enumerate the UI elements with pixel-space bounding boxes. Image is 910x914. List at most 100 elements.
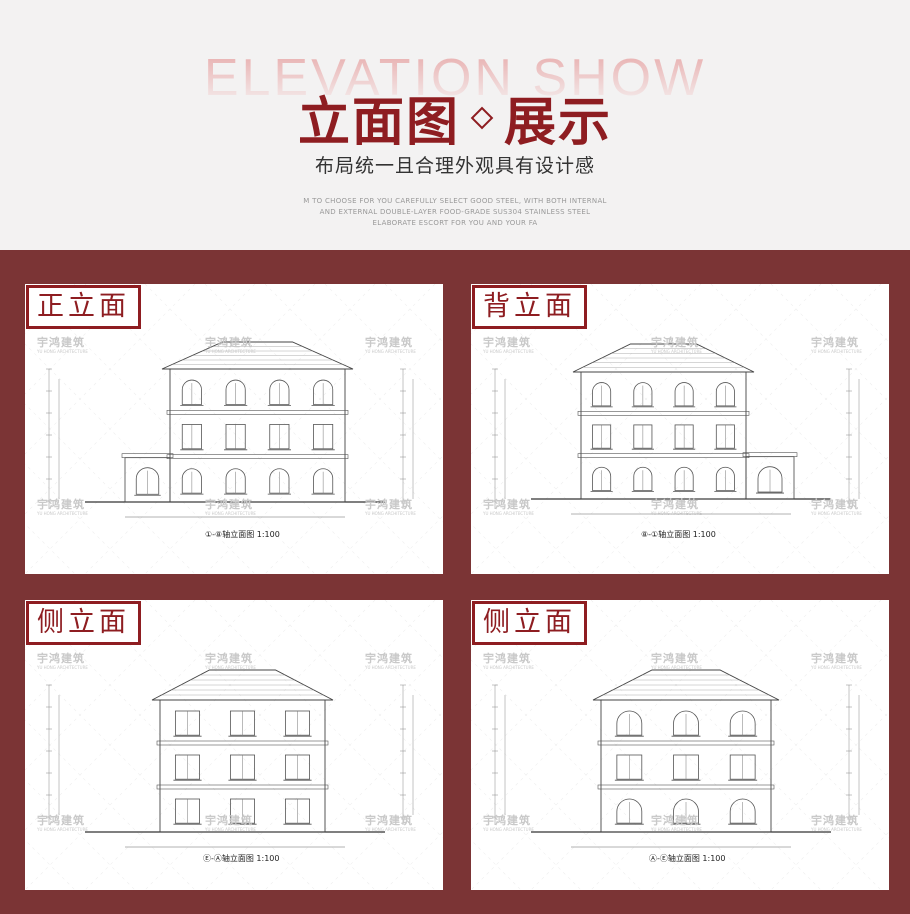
watermark-text: 宇鸿建筑 [811, 814, 859, 827]
watermark-subtext: YU HONG ARCHITECTURE [365, 665, 416, 670]
title-left: 立面图 [297, 93, 460, 153]
window-arch [674, 466, 694, 491]
watermark-text: 宇鸿建筑 [483, 336, 531, 349]
window-arch [181, 379, 202, 405]
watermark-text: 宇鸿建筑 [483, 814, 531, 827]
background-guide [710, 284, 889, 463]
window-arch [269, 468, 290, 494]
background-guide [530, 284, 822, 574]
floor-band [156, 740, 329, 746]
background-guide [650, 651, 889, 890]
window-arch [135, 467, 160, 495]
background-guide [144, 284, 436, 574]
floor-band [156, 784, 329, 790]
floor-band [597, 740, 775, 746]
watermark-subtext: YU HONG ARCHITECTURE [37, 349, 88, 354]
watermark-subtext: YU HONG ARCHITECTURE [37, 827, 88, 832]
window-arch [225, 379, 246, 405]
watermark-text: 宇鸿建筑 [651, 814, 699, 827]
elevation-drawing-back [471, 284, 889, 574]
watermark-text: 宇鸿建筑 [365, 652, 413, 665]
watermark-subtext: YU HONG ARCHITECTURE [205, 827, 256, 832]
english-description: M TO CHOOSE FOR YOU CAREFULLY SELECT GOO… [0, 196, 910, 229]
window-arch [673, 798, 699, 824]
watermark-subtext: YU HONG ARCHITECTURE [651, 827, 702, 832]
background-guide [324, 600, 443, 719]
background-guide [650, 335, 889, 574]
background-guide [770, 284, 889, 403]
description-line: ELABORATE ESCORT FOR YOU AND YOUR FA [372, 219, 538, 227]
window-arch [616, 798, 643, 824]
background-guide [830, 284, 889, 343]
background-guide [324, 284, 443, 403]
page-subtitle: 布局统一且合理外观具有设计感 [314, 155, 595, 177]
floor-band [166, 454, 349, 459]
background-guide [471, 600, 642, 771]
drawing-caption: Ⓐ-Ⓔ轴立面图 1:100 [649, 854, 726, 863]
drawing-caption: ①-⑧轴立面图 1:100 [205, 530, 280, 539]
background-guide [590, 284, 882, 574]
window-arch [313, 468, 334, 494]
watermark-subtext: YU HONG ARCHITECTURE [365, 349, 416, 354]
watermark-subtext: YU HONG ARCHITECTURE [205, 511, 256, 516]
header-section: ELEVATION SHOW 立面图展示 布局统一且合理外观具有设计感 M TO… [0, 0, 910, 250]
window-arch [729, 798, 756, 824]
background-guide [770, 600, 889, 719]
watermark-subtext: YU HONG ARCHITECTURE [483, 665, 534, 670]
window-arch [225, 468, 246, 494]
building-outline [169, 368, 346, 503]
background-guide [25, 284, 256, 515]
background-guide [204, 651, 443, 890]
background-guide [25, 284, 196, 455]
watermark-subtext: YU HONG ARCHITECTURE [811, 665, 862, 670]
background-guide [84, 284, 376, 574]
watermark-subtext: YU HONG ARCHITECTURE [651, 665, 702, 670]
building-outline [159, 699, 326, 833]
background-guide [324, 771, 443, 890]
window-arch [269, 379, 290, 405]
window-arch [633, 466, 653, 491]
watermark-subtext: YU HONG ARCHITECTURE [365, 827, 416, 832]
background-guide [830, 515, 889, 574]
panel-label: 正立面 [26, 285, 141, 329]
background-guide [471, 284, 762, 574]
page-title: 立面图展示 [0, 80, 910, 155]
background-guide [384, 831, 443, 890]
window-arch [715, 466, 735, 491]
watermark-subtext: YU HONG ARCHITECTURE [37, 511, 88, 516]
watermark-text: 宇鸿建筑 [205, 336, 253, 349]
window-arch [616, 710, 643, 736]
window-arch [757, 466, 783, 493]
floor-band [166, 410, 349, 415]
background-guide [264, 395, 443, 574]
background-guide [264, 711, 443, 890]
background-guide [710, 395, 889, 574]
watermark-text: 宇鸿建筑 [651, 652, 699, 665]
diamond-separator-icon [470, 106, 494, 130]
watermark-subtext: YU HONG ARCHITECTURE [205, 349, 256, 354]
watermark-text: 宇鸿建筑 [483, 498, 531, 511]
background-guide [384, 515, 443, 574]
window-arch [715, 382, 735, 407]
background-guide [830, 600, 889, 659]
window-arch [729, 710, 756, 736]
background-guide [204, 335, 443, 574]
background-guide [25, 600, 256, 831]
watermark-text: 宇鸿建筑 [37, 814, 85, 827]
